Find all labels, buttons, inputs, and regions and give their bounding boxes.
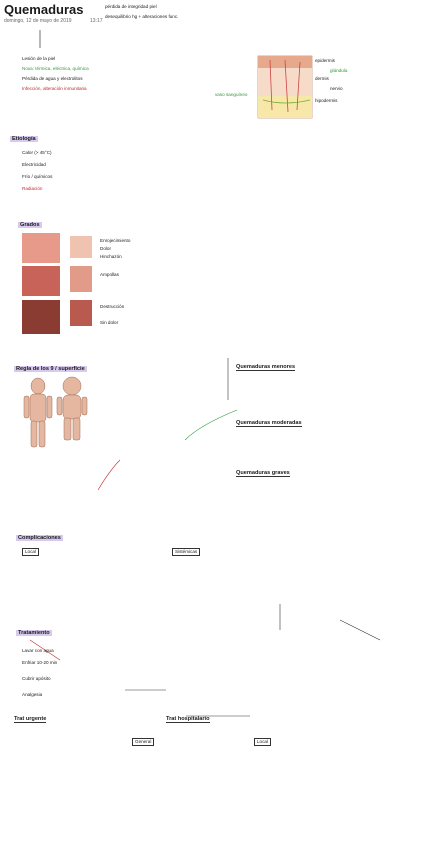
skin-label-4: nervio <box>330 86 343 91</box>
intro-2: Noxa: térmica, eléctrica, química <box>22 66 89 71</box>
trat-4: Analgesia <box>22 692 43 697</box>
heading-trat-urgente: Trat urgente <box>14 716 47 723</box>
body-diagram <box>23 376 88 448</box>
etio-1: Calor (> 45°C) <box>22 150 52 155</box>
page-time: 13:17 <box>90 18 103 24</box>
trat-3: Cubrir apósito <box>22 676 51 681</box>
skin-label-5: glándula <box>330 68 348 73</box>
grado-2: Dolor <box>100 246 111 251</box>
burn-photo <box>22 233 92 334</box>
compl-local: Local <box>22 548 39 556</box>
etio-2: Electricidad <box>22 162 46 167</box>
skin-label-0: epidermis <box>315 58 335 63</box>
etio-4: Radiación <box>22 186 43 191</box>
page-date: domingo, 12 de mayo de 2019 <box>4 18 72 24</box>
grado-1: Enrojecimiento <box>100 238 131 243</box>
heading-regla: Regla de los 9 / superficie <box>14 366 87 372</box>
top-note-2: desequilibrio hg + alteraciones func. <box>105 14 179 19</box>
grado-3: Hinchazón <box>100 254 122 259</box>
heading-tratamiento: Tratamiento <box>16 630 52 636</box>
intro-4: Infección, alteración inmunitaria <box>22 86 87 91</box>
compl-sistemicas: Sistémicas <box>172 548 201 556</box>
heading-etiologia: Etiología <box>10 136 38 142</box>
heading-clasif2: Quemaduras moderadas <box>236 420 302 427</box>
grado-6: Sin dolor <box>100 320 119 325</box>
etio-3: Frío / químicos <box>22 174 53 179</box>
page-title: Quemaduras <box>4 2 84 17</box>
trat-local: Local <box>254 738 271 746</box>
intro-1: Lesión de la piel <box>22 56 56 61</box>
heading-clasif: Quemaduras menores <box>236 364 296 371</box>
trat-1: Lavar con agua <box>22 648 54 653</box>
heading-clasif3: Quemaduras graves <box>236 470 290 477</box>
trat-2: Enfriar 10-20 min <box>22 660 58 665</box>
heading-trat-hospital: Trat hospitalario <box>166 716 210 723</box>
top-note: pérdida de integridad piel <box>105 4 157 9</box>
grado-4: Ampollas <box>100 272 119 277</box>
heading-complicaciones: Complicaciones <box>16 535 63 541</box>
intro-3: Pérdida de agua y electrolitos <box>22 76 83 81</box>
skin-diagram <box>257 55 313 119</box>
skin-label-2: hipodermis <box>315 98 338 103</box>
skin-label-1: dermis <box>315 76 329 81</box>
grado-5: Destrucción <box>100 304 125 309</box>
heading-grados: Grados <box>18 222 42 228</box>
skin-label-3: vaso sanguíneo <box>215 92 248 97</box>
trat-general: General <box>132 738 155 746</box>
